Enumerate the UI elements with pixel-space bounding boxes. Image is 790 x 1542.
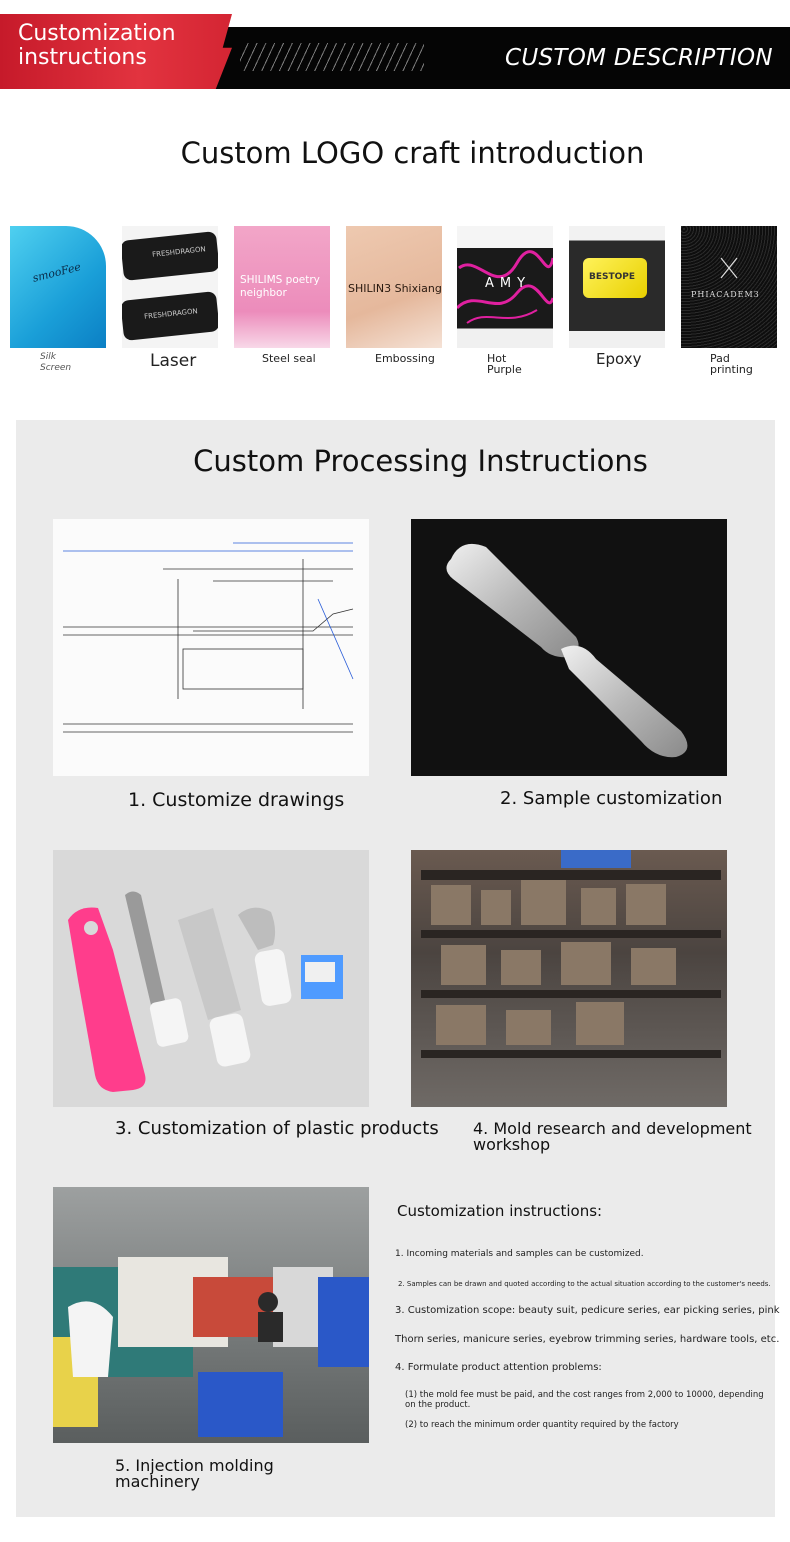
note-item-3: 3. Customization scope: beauty suit, ped… [395,1305,780,1316]
craft-label-laser: Laser [150,351,197,371]
craft-image-embossing: SHILIN3 Shixiang [346,226,442,348]
processing-section-title: Custom Processing Instructions [193,444,648,478]
craft-label-pad-printing: Pad printing [710,352,753,376]
note-item-1: 1. Incoming materials and samples can be… [395,1249,644,1259]
craft-label-hot-purple: Hot Purple [487,352,522,376]
craft-label-embossing: Embossing [375,352,435,365]
photo-plastic-products [53,850,369,1107]
note-item-5: 4. Formulate product attention problems: [395,1362,602,1373]
header-left-title: Customization instructions [18,21,176,70]
craft-image-hot-purple: AMY [457,226,553,348]
notes-title: Customization instructions: [397,1202,603,1220]
caption-step-1: 1. Customize drawings [128,789,345,811]
caption-step-3: 3. Customization of plastic products [115,1118,439,1139]
header-banner-red [0,14,232,89]
craft-label-silk-screen: Silk Screen [40,352,72,373]
caption-step-2: 2. Sample customization [500,788,723,809]
note-item-6: (1) the mold fee must be paid, and the c… [405,1390,764,1410]
photo-mold-workshop [411,850,727,1107]
photo-injection-molding [53,1187,369,1443]
craft-label-steel-seal: Steel seal [262,352,316,365]
note-item-2: 2. Samples can be drawn and quoted accor… [398,1280,771,1288]
craft-image-steel-seal: SHILIMS poetry neighbor [234,226,330,348]
craft-image-laser: FRESHDRAGON FRESHDRAGON [122,226,218,348]
craft-image-silk-screen: smooFee [10,226,106,348]
note-item-4: Thorn series, manicure series, eyebrow t… [395,1334,780,1345]
photo-sample-tool [411,519,727,776]
header-slash-decoration [240,43,424,71]
caption-step-4: 4. Mold research and development worksho… [473,1119,752,1154]
note-item-7: (2) to reach the minimum order quantity … [405,1420,679,1430]
photo-technical-drawing [53,519,369,776]
logo-section-title: Custom LOGO craft introduction [180,136,645,170]
craft-image-epoxy: BESTOPE [569,226,665,348]
craft-image-pad-printing: PHIACADEM3 [681,226,777,348]
header-right-title: CUSTOM DESCRIPTION [505,45,773,71]
caption-step-5: 5. Injection molding machinery [115,1456,274,1491]
craft-label-epoxy: Epoxy [596,350,642,368]
